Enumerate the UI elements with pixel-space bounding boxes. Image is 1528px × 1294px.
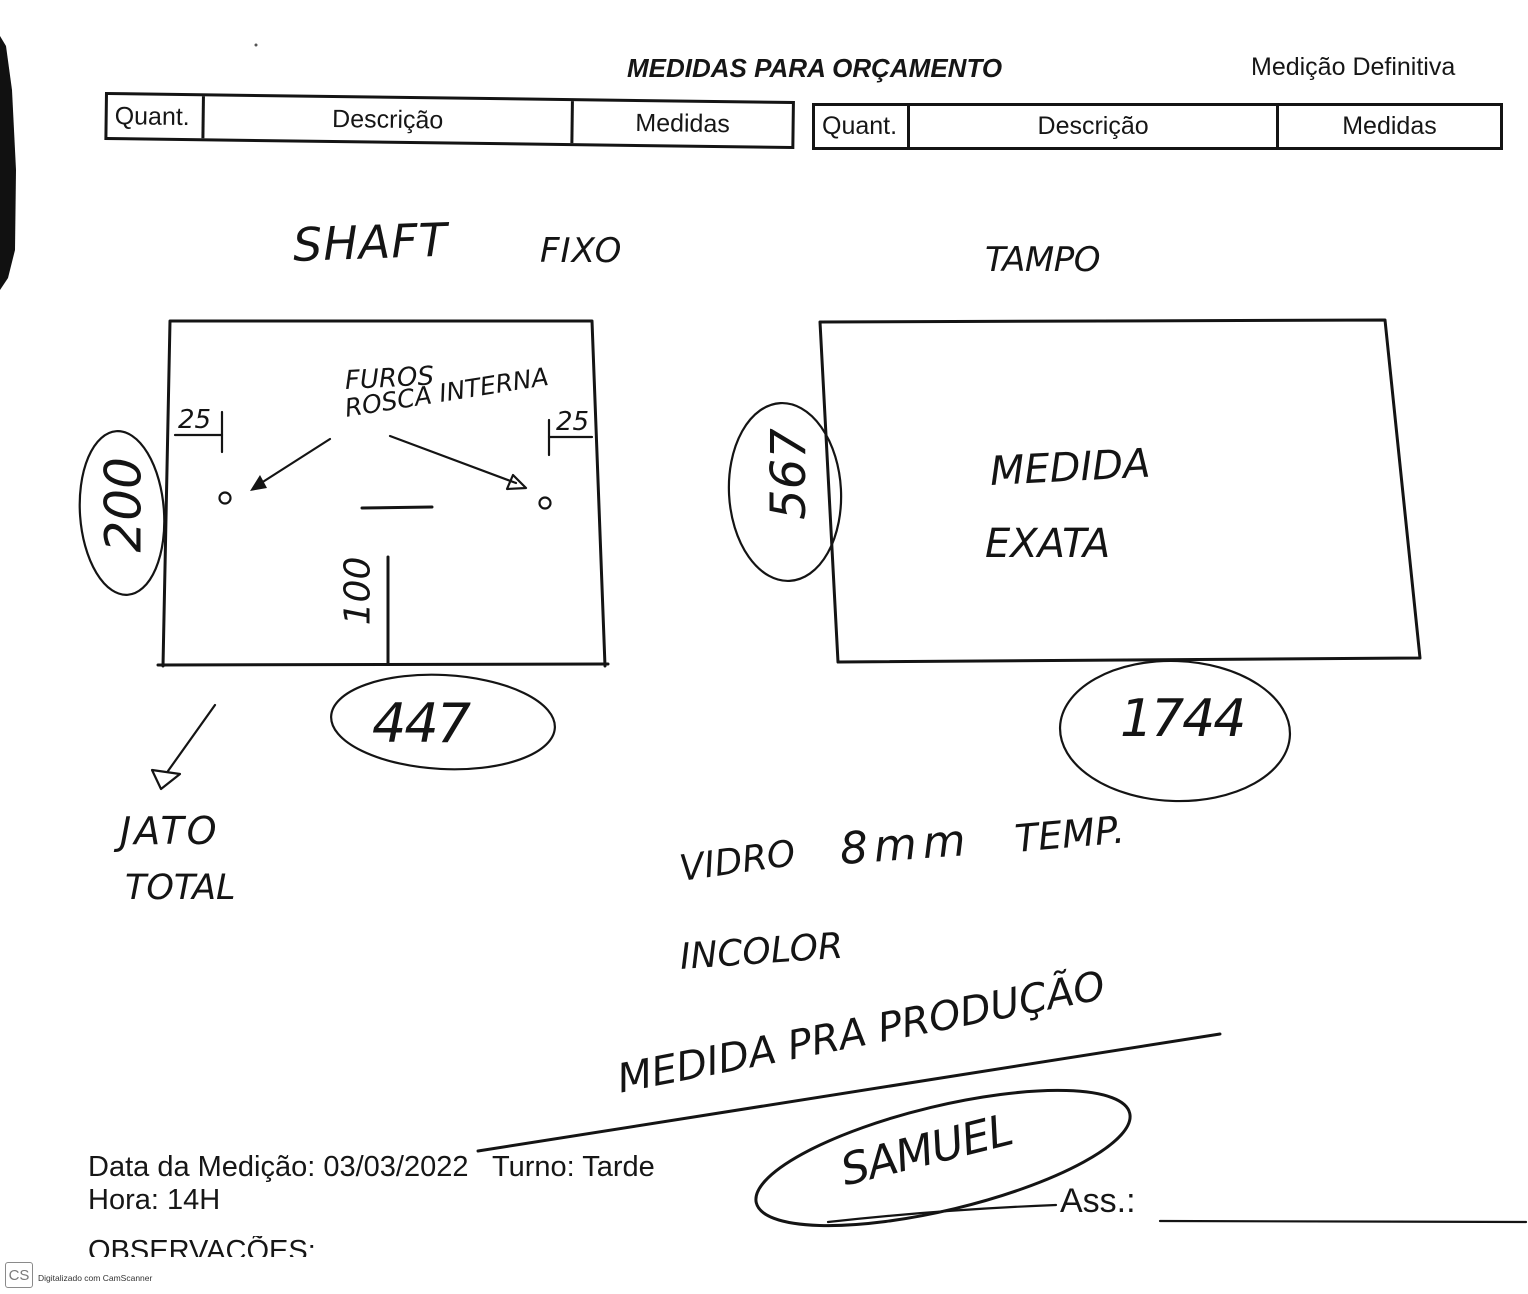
- column-header-quantity: Quant.: [822, 112, 898, 140]
- post-height: 100: [337, 556, 379, 626]
- finish-line-1: JATO: [120, 809, 220, 853]
- camscanner-caption: Digitalizado com CamScanner: [38, 1273, 153, 1283]
- scan-edge-shadow: [0, 36, 16, 290]
- column-header-description: Descrição: [907, 106, 1276, 147]
- quote-table-left: Quant. Descrição Medidas: [104, 92, 795, 150]
- arrow-to-hole-right: [388, 434, 518, 485]
- arrow-to-hole-left: [256, 437, 332, 487]
- signature-label: Ass.:: [1060, 1182, 1136, 1220]
- observations-clip: OBSERVAÇÕES:: [88, 1236, 388, 1258]
- column-header-measures: Medidas: [570, 101, 792, 146]
- finish-arrow-line: [166, 703, 217, 773]
- signature-circle: [754, 1088, 1132, 1228]
- shaft-type: FIXO: [540, 231, 623, 271]
- glass-thickness: 8mm: [838, 814, 974, 875]
- lid-height: 567: [761, 428, 817, 520]
- shaft-height-circle: [78, 430, 166, 596]
- arrow-head-left: [250, 475, 267, 491]
- production-underline: [476, 1032, 1222, 1153]
- measurement-time: Hora: 14H: [88, 1184, 221, 1216]
- right-hole-offset: 25: [556, 407, 590, 437]
- left-hole-offset: 25: [178, 405, 212, 435]
- lid-width-circle: [1058, 659, 1292, 803]
- measurement-date: Data da Medição: 03/03/2022: [88, 1151, 469, 1183]
- camscanner-logo-icon: CS: [5, 1262, 33, 1288]
- lid-title: TAMPO: [985, 240, 1101, 280]
- shaft-title: SHAFT: [292, 212, 449, 272]
- signature-line: [1158, 1219, 1528, 1224]
- lid-width: 1744: [1120, 689, 1246, 749]
- column-header-quantity: Quant.: [114, 101, 190, 131]
- glass-treatment: TEMP.: [1013, 807, 1127, 861]
- lid-note-line-2: EXATA: [985, 521, 1111, 567]
- work-shift: Turno: Tarde: [492, 1151, 655, 1183]
- lid-height-circle: [727, 401, 843, 583]
- measurement-status: Medição Definitiva: [1251, 53, 1456, 81]
- shaft-width-circle: [330, 673, 556, 771]
- observations-label: OBSERVAÇÕES:: [88, 1236, 316, 1258]
- hole-right: [538, 496, 552, 510]
- signature-tail: [826, 1203, 1058, 1224]
- quote-table-right: Quant. Descrição Medidas: [812, 103, 1503, 150]
- column-header-description: Descrição: [201, 96, 571, 144]
- post-top-line: [360, 505, 434, 510]
- finish-line-2: TOTAL: [125, 868, 236, 908]
- shaft-base-line: [156, 662, 610, 667]
- shaft-height: 200: [94, 457, 153, 553]
- column-header-measures: Medidas: [1275, 106, 1500, 147]
- arrow-head-right: [505, 473, 528, 491]
- hole-left: [218, 491, 232, 505]
- shaft-outline: [161, 319, 607, 668]
- finish-arrow-head: [150, 768, 182, 791]
- lid-outline: [818, 318, 1422, 664]
- lid-note-line-1: MEDIDA: [988, 440, 1152, 495]
- document-title: MEDIDAS PARA ORÇAMENTO: [627, 53, 1003, 83]
- scan-speck: [254, 43, 258, 47]
- shaft-width: 447: [372, 692, 471, 755]
